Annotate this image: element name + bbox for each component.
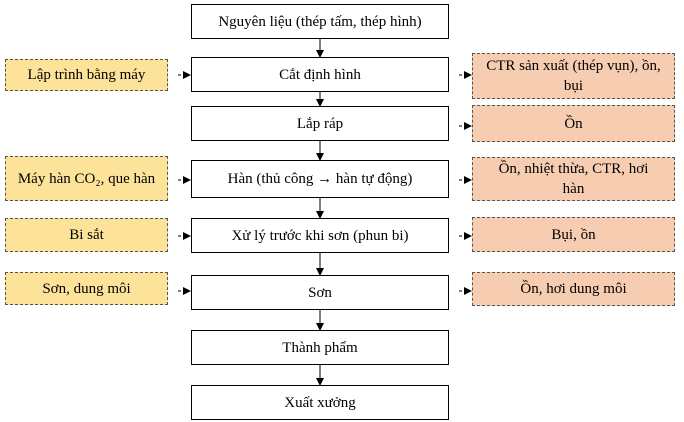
- process-step-label: Cắt định hình: [279, 66, 361, 83]
- output-label: CTR sản xuất (thép vụn), ồn, bụi: [486, 58, 661, 94]
- process-step-raw-material: Nguyên liệu (thép tấm, thép hình): [191, 4, 449, 39]
- process-step-painting: Sơn: [191, 275, 449, 310]
- process-step-label: Xuất xưởng: [284, 394, 356, 411]
- process-step-welding: Hàn (thủ công → hàn tự động): [191, 160, 449, 198]
- process-step-label: Sơn: [308, 284, 332, 301]
- process-step-pretreatment: Xử lý trước khi sơn (phun bi): [191, 218, 449, 253]
- process-step-label: Lắp ráp: [296, 115, 344, 132]
- input-label: Máy hàn CO₂, que hàn: [17, 170, 156, 187]
- process-step-label: Thành phẩm: [282, 339, 358, 356]
- process-step-cutting: Cắt định hình: [191, 57, 449, 92]
- input-box-cnc-programming: Lập trình bằng máy: [5, 59, 168, 91]
- output-box-welding-emissions: Ồn, nhiệt thừa, CTR, hơi hàn: [472, 157, 675, 201]
- input-box-steel-shot: Bi sắt: [5, 218, 168, 252]
- output-box-assembly-noise: Ồn: [472, 105, 675, 142]
- process-step-assembly: Lắp ráp: [191, 106, 449, 141]
- input-label: Lập trình bằng máy: [27, 67, 146, 83]
- process-step-label: Xử lý trước khi sơn (phun bi): [231, 227, 409, 244]
- output-label: Ồn, hơi dung môi: [520, 281, 627, 297]
- output-box-cutting-waste: CTR sản xuất (thép vụn), ồn, bụi: [472, 53, 675, 99]
- input-box-welding-supplies: Máy hàn CO₂, que hàn: [5, 156, 168, 201]
- output-box-pretreatment-dust: Bụi, ồn: [472, 217, 675, 252]
- input-label: Bi sắt: [69, 227, 104, 243]
- output-label: Ồn, nhiệt thừa, CTR, hơi hàn: [498, 161, 649, 197]
- process-step-shipping: Xuất xưởng: [191, 385, 449, 420]
- output-label: Bụi, ồn: [551, 226, 596, 243]
- output-box-painting-emissions: Ồn, hơi dung môi: [472, 272, 675, 306]
- process-step-finished-product: Thành phẩm: [191, 330, 449, 365]
- process-step-label: Nguyên liệu (thép tấm, thép hình): [218, 13, 422, 30]
- input-box-paint-solvent: Sơn, dung môi: [5, 272, 168, 305]
- process-step-label: Hàn (thủ công → hàn tự động): [227, 171, 413, 187]
- connectors: [178, 39, 472, 386]
- input-label: Sơn, dung môi: [42, 280, 131, 297]
- output-label: Ồn: [564, 115, 583, 132]
